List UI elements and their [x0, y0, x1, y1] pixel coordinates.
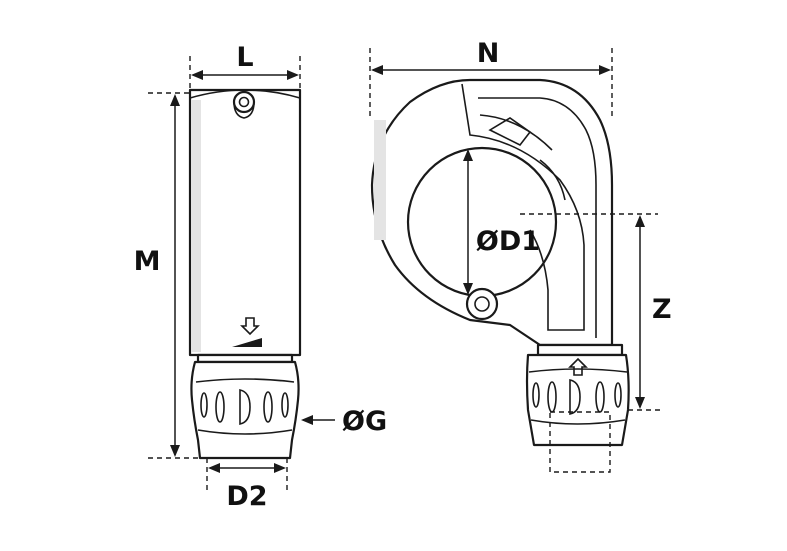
dimension-D2: D2 — [206, 458, 288, 512]
dimension-N: N — [369, 38, 613, 120]
front-view-nut — [525, 343, 630, 473]
side-view-body — [188, 88, 302, 357]
label-Z: Z — [652, 294, 672, 325]
label-M: M — [134, 246, 161, 277]
side-view-nut — [190, 353, 300, 460]
label-L: L — [236, 42, 253, 73]
side-view — [188, 88, 302, 460]
label-D1: ØD1 — [476, 226, 540, 257]
label-G: ØG — [342, 406, 387, 437]
front-view — [370, 78, 630, 473]
front-view-body — [370, 78, 614, 347]
dimension-M: M — [134, 92, 200, 459]
label-D2: D2 — [226, 481, 267, 512]
callout-G: ØG — [301, 406, 387, 437]
dimension-L: L — [189, 42, 301, 88]
dimension-D1: ØD1 — [463, 149, 540, 295]
dimension-Z: Z — [520, 213, 672, 411]
label-N: N — [477, 38, 500, 69]
